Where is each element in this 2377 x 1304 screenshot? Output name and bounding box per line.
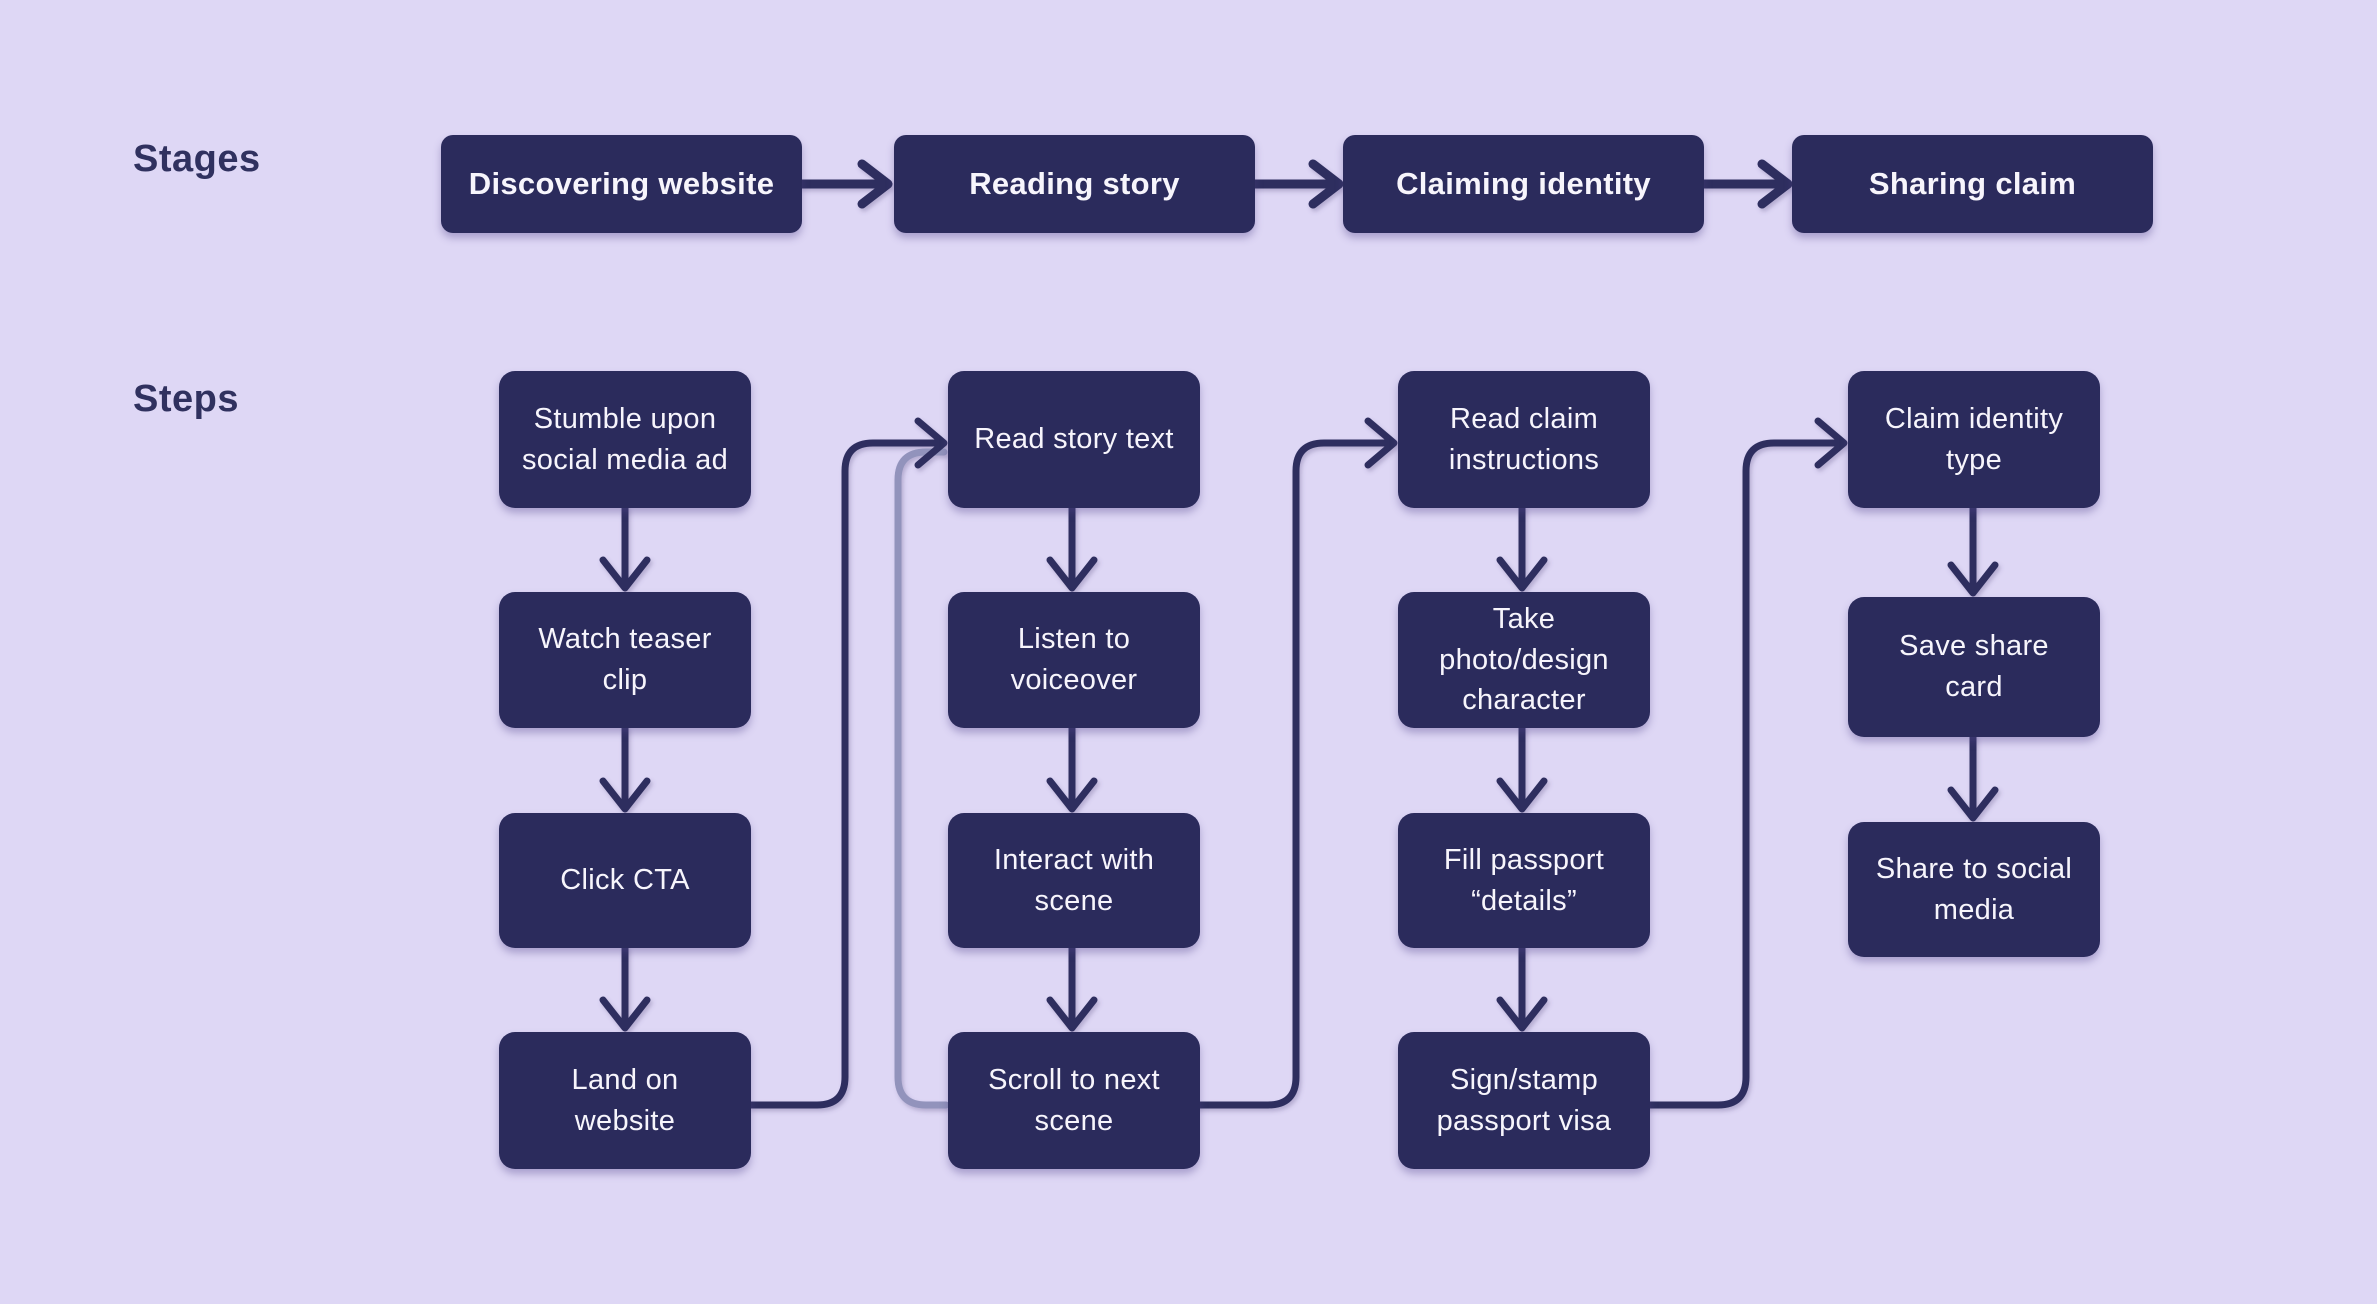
connector-land-to-read-story-arrowhead — [914, 417, 948, 469]
step-node-label: Save share card — [1899, 630, 2049, 703]
step-node-take-photo-design-character: Take photo/design character — [1398, 592, 1650, 728]
connector-click-to-land — [599, 944, 651, 1032]
connector-read-story-to-listen — [1046, 504, 1098, 592]
connector-stumble-to-watch — [599, 504, 651, 592]
step-node-read-story-text: Read story text — [948, 371, 1200, 508]
step-node-listen-to-voiceover: Listen to voiceover — [948, 592, 1200, 728]
step-node-claim-identity-type: Claim identity type — [1848, 371, 2100, 508]
step-node-label: Claim identity type — [1884, 402, 2064, 476]
step-node-stumble-upon-social-media-ad: Stumble upon social media ad — [499, 371, 751, 508]
step-node-save-share-card: Save share card — [1848, 597, 2100, 737]
connector-watch-to-click — [599, 724, 651, 813]
step-node-fill-passport-details: Fill passport “details” — [1398, 813, 1650, 948]
stage-node-claiming-identity: Claiming identity — [1343, 135, 1704, 233]
step-node-label: Read claim instructions — [1448, 402, 1600, 476]
stage-node-discovering-website: Discovering website — [441, 135, 802, 233]
step-node-click-cta: Click CTA — [499, 813, 751, 948]
step-node-share-to-social-media: Share to social media — [1848, 822, 2100, 957]
step-node-label: Interact with scene — [993, 843, 1155, 917]
connector-interact-to-scroll — [1046, 944, 1098, 1032]
stage-node-label: Discovering website — [468, 166, 775, 201]
step-node-label: Read story text — [974, 423, 1174, 456]
step-node-label: Scroll to next scene — [988, 1063, 1160, 1137]
step-node-label: Fill passport “details” — [1443, 843, 1605, 917]
step-node-label: Take photo/design character — [1439, 603, 1609, 717]
steps-label: Steps — [133, 378, 239, 420]
connector-scroll-to-read-claim — [1192, 439, 1392, 1109]
connector-read-claim-to-take-photo — [1496, 504, 1548, 592]
connector-sign-to-claim-identity — [1642, 439, 1842, 1109]
step-node-interact-with-scene: Interact with scene — [948, 813, 1200, 948]
connector-scroll-to-read-claim-arrowhead — [1364, 417, 1398, 469]
connector-stage-reading-to-claiming-arrowhead — [1308, 159, 1344, 209]
step-node-label: Click CTA — [560, 864, 690, 897]
step-node-label: Watch teaser clip — [538, 623, 712, 696]
step-node-label: Share to social media — [1875, 852, 2073, 926]
step-node-watch-teaser-clip: Watch teaser clip — [499, 592, 751, 728]
connector-loop-scroll-to-read-story — [894, 448, 950, 1109]
connector-stage-discovering-to-reading-arrowhead — [857, 159, 893, 209]
step-node-label: Sign/stamp passport visa — [1436, 1063, 1612, 1137]
step-node-label: Land on website — [571, 1063, 679, 1137]
connector-claim-identity-to-save-card — [1947, 504, 1999, 597]
connector-listen-to-interact — [1046, 724, 1098, 813]
stage-node-reading-story: Reading story — [894, 135, 1255, 233]
stage-node-label: Reading story — [969, 166, 1180, 201]
step-node-sign-stamp-passport-visa: Sign/stamp passport visa — [1398, 1032, 1650, 1169]
step-node-scroll-to-next-scene: Scroll to next scene — [948, 1032, 1200, 1169]
connector-sign-to-claim-identity-arrowhead — [1814, 417, 1848, 469]
stage-node-label: Claiming identity — [1396, 166, 1651, 201]
step-node-read-claim-instructions: Read claim instructions — [1398, 371, 1650, 508]
connector-land-to-read-story — [747, 439, 942, 1109]
stage-node-sharing-claim: Sharing claim — [1792, 135, 2153, 233]
step-node-label: Stumble upon social media ad — [522, 402, 728, 476]
connector-stage-claiming-to-sharing-arrowhead — [1757, 159, 1793, 209]
stages-label: Stages — [133, 138, 261, 180]
connector-fill-passport-to-sign-stamp — [1496, 944, 1548, 1032]
step-node-land-on-website: Land on website — [499, 1032, 751, 1169]
connector-take-photo-to-fill-passport — [1496, 724, 1548, 813]
step-node-label: Listen to voiceover — [1010, 623, 1138, 696]
stage-node-label: Sharing claim — [1868, 166, 2077, 201]
connector-save-card-to-share — [1947, 733, 1999, 822]
